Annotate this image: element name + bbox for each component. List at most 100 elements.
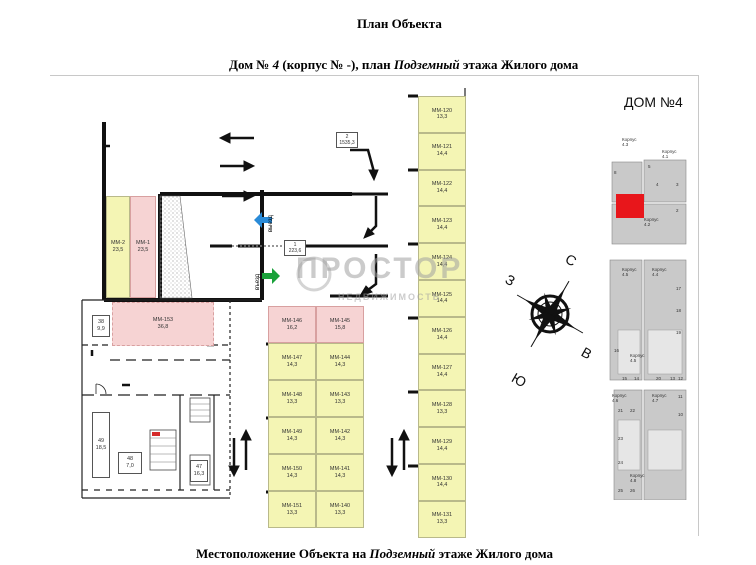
spot-area: 14,4 bbox=[436, 298, 448, 305]
subtitle-floor: Подземный bbox=[393, 57, 460, 72]
arrow-down-icon bbox=[228, 465, 240, 478]
spot-id: ММ-130 bbox=[431, 475, 453, 482]
location-caption: Местоположение Объекта на Подземный этаж… bbox=[196, 546, 553, 562]
mini-plan-number: 20 bbox=[656, 376, 662, 381]
spot-id: ММ-122 bbox=[431, 181, 453, 188]
spot-id: ММ-125 bbox=[431, 291, 453, 298]
spot-id: ММ-121 bbox=[431, 144, 453, 151]
arrow-curve-icon bbox=[368, 169, 379, 182]
mini-plan-number: 16 bbox=[614, 348, 620, 353]
arrow-curve-icon bbox=[363, 227, 375, 239]
spot-id: ММ-153 bbox=[152, 317, 174, 324]
exit-arrow-icon bbox=[254, 212, 272, 228]
spot-area: 14,4 bbox=[436, 187, 448, 194]
spot-area: 13,3 bbox=[436, 408, 448, 415]
mini-plan-section-label: Корпус 4.3 bbox=[622, 137, 637, 147]
mini-plan-number: 4 bbox=[656, 182, 659, 187]
spot-area: 13,3 bbox=[334, 509, 346, 516]
spot-id: ММ-142 bbox=[329, 428, 351, 435]
mini-plan-number: 26 bbox=[630, 488, 636, 493]
zone-num: 2 bbox=[345, 133, 349, 140]
mini-plan-section-label: Корпус 4.7 bbox=[652, 393, 667, 403]
mini-plan-number: 18 bbox=[676, 308, 682, 313]
spot-id: ММ-140 bbox=[329, 502, 351, 509]
spot-id: ММ-145 bbox=[329, 317, 351, 324]
mini-plan-number: 25 bbox=[618, 488, 624, 493]
arrow-right-icon bbox=[243, 160, 256, 172]
spot-area: 14,4 bbox=[436, 445, 448, 452]
room-area: 16,3 bbox=[193, 471, 205, 477]
spot-id: ММ-120 bbox=[431, 107, 453, 114]
mini-plan-drawing bbox=[609, 159, 687, 500]
spot-area: 13,3 bbox=[334, 398, 346, 405]
zone-num: 1 bbox=[293, 241, 297, 248]
caption-floor: Подземный bbox=[369, 546, 436, 561]
spot-area: 13,3 bbox=[436, 519, 448, 526]
mini-plan-number: 3 bbox=[676, 182, 679, 187]
spot-area: 36,8 bbox=[157, 324, 169, 330]
spot-area: 14,3 bbox=[286, 435, 298, 442]
spot-area: 15,8 bbox=[334, 324, 346, 331]
spot-area: 14,4 bbox=[436, 224, 448, 231]
spot-area: 14,3 bbox=[334, 472, 346, 479]
room-49: 49 18,5 bbox=[92, 412, 110, 478]
watermark-logo: ПРОСТОР bbox=[296, 252, 464, 285]
mini-plan-section-label: Корпус 4.5 bbox=[630, 353, 645, 363]
mini-plan-number: 21 bbox=[618, 408, 624, 413]
caption-prefix: Местоположение Объекта на bbox=[196, 546, 370, 561]
plan-subtitle: Дом № 4 (корпус № -), план Подземный эта… bbox=[229, 57, 578, 73]
spot-id: ММ-151 bbox=[281, 502, 303, 509]
spot-area: 13,3 bbox=[436, 114, 448, 121]
mini-plan-section-label: Корпус 4.4 bbox=[652, 267, 667, 277]
spot-id: ММ-1 bbox=[135, 240, 151, 247]
spot-id: ММ-148 bbox=[281, 391, 303, 398]
room-num: 48 bbox=[126, 456, 134, 463]
watermark-emblem-icon bbox=[296, 256, 332, 292]
spot-id: ММ-146 bbox=[281, 317, 303, 324]
spot-area: 13,3 bbox=[286, 509, 298, 516]
spot-area: 14,4 bbox=[436, 371, 448, 378]
parking-spot-mm153: ММ-153 36,8 bbox=[112, 302, 214, 346]
compass-rose-icon bbox=[516, 280, 584, 348]
spot-id: ММ-143 bbox=[329, 391, 351, 398]
watermark-subtitle: НЕДВИЖИМОСТЬ bbox=[338, 292, 442, 302]
mini-plan-number: 2 bbox=[676, 208, 679, 213]
zone-2-label: 2 1535,3 bbox=[336, 132, 358, 148]
spot-id: ММ-127 bbox=[431, 365, 453, 372]
spot-id: ММ-126 bbox=[431, 328, 453, 335]
mini-plan-number: 24 bbox=[618, 460, 624, 465]
spot-area: 14,3 bbox=[286, 361, 298, 368]
zone-area: 223,6 bbox=[288, 248, 302, 254]
mini-plan-highlight bbox=[616, 194, 644, 218]
room-47: 47 16,3 bbox=[190, 460, 208, 482]
arrow-right-icon bbox=[243, 190, 256, 202]
spot-id: ММ-124 bbox=[431, 254, 453, 261]
spot-area: 14,4 bbox=[436, 261, 448, 268]
subtitle-prefix: Дом № bbox=[229, 57, 273, 72]
spot-area: 23,5 bbox=[112, 247, 124, 253]
room-area: 7,0 bbox=[126, 463, 134, 469]
mini-plan-section-label: Корпус 4.2 bbox=[644, 217, 659, 227]
arrow-up-icon bbox=[398, 428, 410, 441]
spot-id: ММ-149 bbox=[281, 428, 303, 435]
room-num: 38 bbox=[97, 319, 105, 326]
